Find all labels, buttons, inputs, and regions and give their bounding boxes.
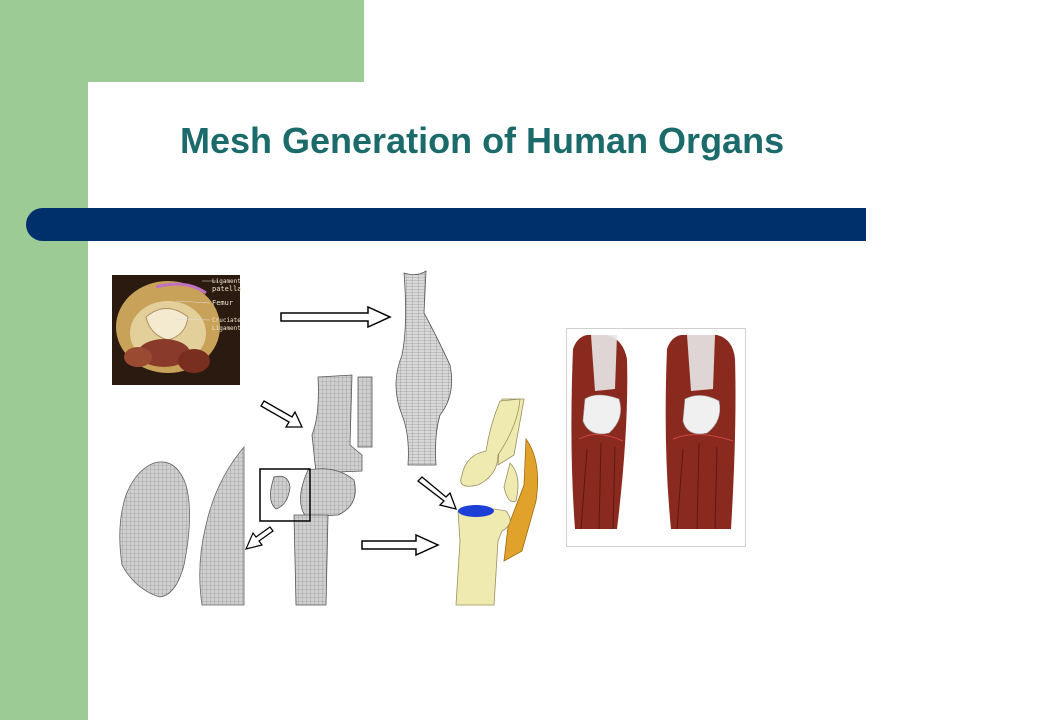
knee-joint-mesh [259, 374, 373, 606]
sidebar-decoration [0, 0, 88, 720]
patella-mesh-zoom [119, 445, 245, 606]
femur-mesh [395, 270, 453, 466]
colored-knee-model [455, 398, 538, 606]
title-underline-bar [26, 208, 866, 241]
arrow-right-bottom [361, 533, 440, 557]
label-cruciate: Cruciate [212, 317, 241, 324]
zoom-box [259, 468, 311, 522]
label-ligament-bottom: Ligament [212, 325, 241, 332]
arrow-right-top [280, 305, 392, 329]
top-decoration [0, 0, 364, 82]
label-femur: Femur [212, 299, 233, 307]
label-ligament-top: Ligament [212, 278, 241, 285]
mesh-pipeline-figure: Ligament patella Femur Cruciate Ligament [106, 265, 550, 615]
mesh-pipeline-svg: Ligament patella Femur Cruciate Ligament [112, 270, 538, 606]
label-patella: patella [212, 285, 242, 293]
leg-muscle-model-image [566, 328, 746, 547]
cross-section-labels: Ligament patella Femur Cruciate Ligament [173, 278, 242, 332]
arrow-diagonal-right [417, 476, 458, 510]
slide-title: Mesh Generation of Human Organs [180, 120, 785, 161]
knee-cross-section-image: Ligament patella Femur Cruciate Ligament [112, 275, 242, 385]
arrow-down-left [244, 526, 274, 550]
arrow-diagonal-middle [260, 400, 304, 428]
